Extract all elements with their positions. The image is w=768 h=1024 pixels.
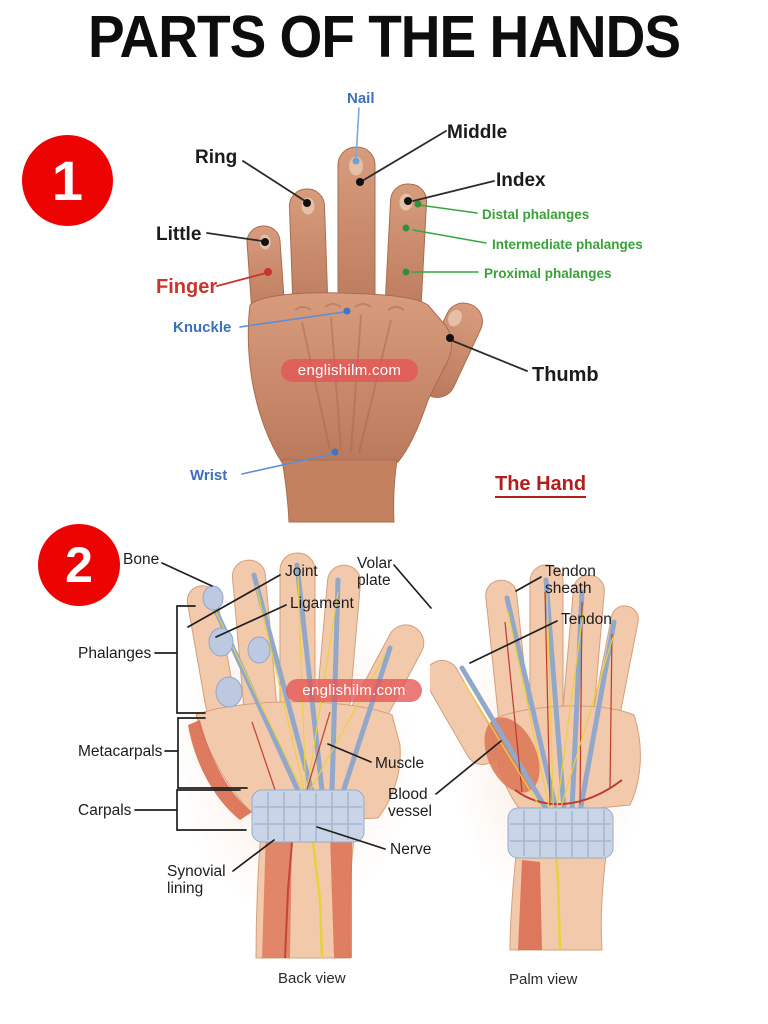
label-little: Little (156, 224, 202, 245)
forearm-shape (281, 459, 398, 523)
label-tendon: Tendon (561, 611, 612, 628)
label-volar-plate: Volar plate (357, 555, 393, 590)
label-middle: Middle (447, 122, 508, 143)
hand-photo-illustration (246, 146, 483, 523)
palm-hand-carpal-band (507, 807, 614, 859)
label-intermediate-phalanges: Intermediate phalanges (492, 237, 643, 252)
label-muscle: Muscle (375, 755, 425, 772)
label-blood-vessel: Blood vessel (388, 786, 432, 821)
caption-palm-view: Palm view (509, 971, 578, 988)
label-index: Index (496, 170, 546, 191)
label-wrist: Wrist (190, 467, 228, 484)
watermark-text-1: englishilm.com (297, 362, 402, 379)
badge-1-number: 1 (51, 149, 84, 212)
label-ring: Ring (195, 147, 238, 168)
label-thumb: Thumb (532, 364, 599, 386)
label-ligament: Ligament (290, 595, 354, 612)
back-hand-retinaculum (251, 789, 365, 843)
label-phalanges: Phalanges (78, 645, 152, 662)
watermark-text-2: englishilm.com (302, 682, 406, 699)
label-knuckle: Knuckle (173, 319, 232, 336)
caption-the-hand: The Hand (495, 473, 587, 499)
label-synovial-lining: Synovial lining (167, 863, 226, 898)
watermark-section-2: englishilm.com (286, 679, 422, 702)
hand-photo-shapes (246, 146, 483, 523)
label-proximal-phalanges: Proximal phalanges (484, 266, 612, 281)
watermark-section-1: englishilm.com (281, 359, 418, 382)
label-bone: Bone (123, 551, 160, 568)
page-title: PARTS OF THE HANDS (87, 3, 681, 71)
label-tendon-sheath: Tendon sheath (545, 563, 596, 598)
anatomical-hand-palm-view (430, 564, 641, 951)
palm-forearm-muscle (518, 860, 542, 950)
label-metacarpals: Metacarpals (78, 743, 163, 760)
section-1-badge: 1 (22, 135, 113, 226)
section-2-badge: 2 (38, 524, 120, 606)
label-distal-phalanges: Distal phalanges (482, 207, 590, 222)
label-carpals: Carpals (78, 802, 132, 819)
label-nail: Nail (347, 90, 375, 107)
label-finger: Finger (156, 276, 218, 298)
caption-back-view: Back view (278, 970, 346, 987)
label-joint: Joint (285, 563, 318, 580)
badge-2-number: 2 (65, 537, 93, 593)
skin-texture-lines (294, 303, 405, 454)
label-nerve: Nerve (390, 841, 432, 858)
